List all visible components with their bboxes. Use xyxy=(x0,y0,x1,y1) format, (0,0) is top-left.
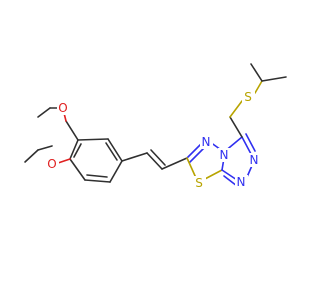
bond-o-ring-lower xyxy=(57,158,71,164)
atom-oxygen-upper: O xyxy=(58,101,67,115)
bond-s-ch xyxy=(254,80,263,94)
bond-ring xyxy=(107,138,123,162)
bond-ring xyxy=(65,120,79,141)
atom-nitrogen-triazole-right: N xyxy=(250,153,259,167)
bond-ch2 xyxy=(229,116,243,138)
bond-ring-inner xyxy=(73,143,82,158)
atom-oxygen-lower: O xyxy=(47,157,56,171)
molecule-canvas: O O N N N N S S xyxy=(24,63,287,190)
bond-ring xyxy=(84,179,111,183)
atom-layer: O O N N N N S S xyxy=(46,90,261,190)
bond-c-n-double xyxy=(245,133,256,152)
atom-sulfur-ring: S xyxy=(195,176,203,190)
bond-c-s xyxy=(186,157,197,179)
bond-ring-inner xyxy=(105,142,118,161)
bond-ring xyxy=(69,139,79,160)
bond-vinyl-double xyxy=(146,152,163,170)
bond-methyl-lower xyxy=(24,149,39,163)
bond-ch2-s xyxy=(229,100,243,118)
bond-ring-inner xyxy=(86,174,108,178)
bond-s-c xyxy=(202,169,223,181)
atom-sulfur-thioether: S xyxy=(244,90,252,104)
bond-ring xyxy=(69,158,86,181)
bond-c-n-double xyxy=(223,175,238,187)
bond-c-n xyxy=(221,169,238,181)
bond-o-methyl-lower xyxy=(37,145,53,151)
atom-nitrogen-bridge: N xyxy=(220,148,229,162)
bond-methyl-upper xyxy=(37,107,51,118)
atom-nitrogen-triazole-bottom: N xyxy=(237,175,246,189)
bond-vinyl xyxy=(121,152,148,162)
bond-c-n xyxy=(241,136,252,155)
bond-ring xyxy=(77,138,109,141)
bond-layer xyxy=(24,63,287,187)
bond-ch-methyl xyxy=(261,76,287,82)
bond-vinyl-double-inner xyxy=(150,149,166,166)
bond-ring xyxy=(109,160,123,183)
bond-to-ring xyxy=(161,157,188,170)
structure-drawing: O O N N N N S S xyxy=(24,63,287,190)
bond-ch-methyl xyxy=(250,63,263,82)
atom-nitrogen-thiadiazole: N xyxy=(202,135,211,149)
